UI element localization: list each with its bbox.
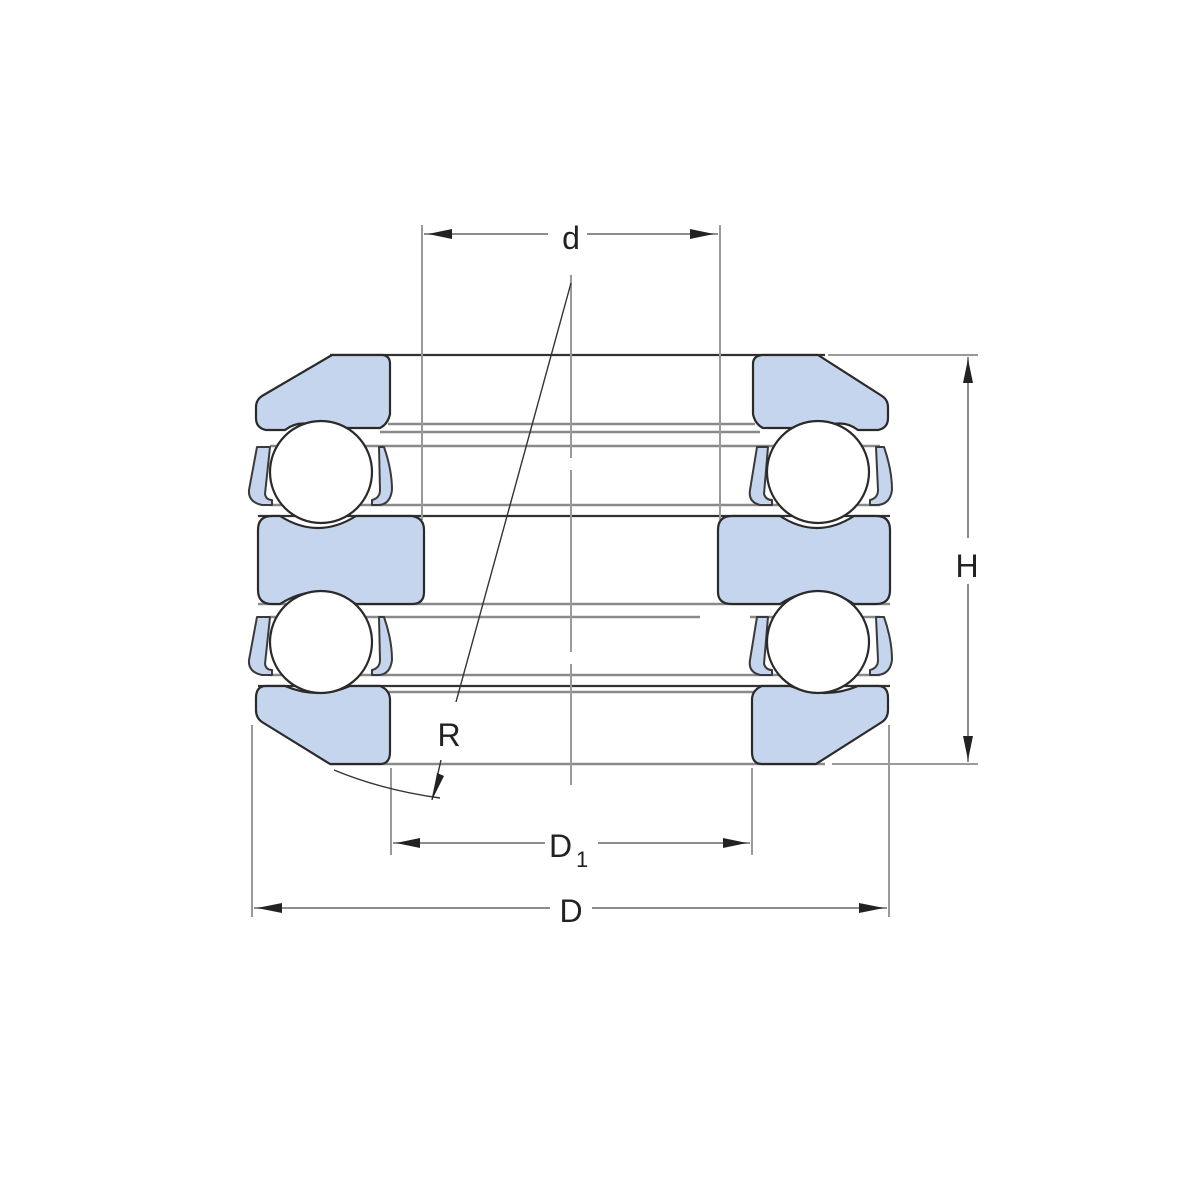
lower-cage-right [748,616,893,676]
extension-lines [251,225,978,917]
label-D: D [559,893,582,929]
lower-housing-washer-right [750,684,890,766]
label-D1-subscript: 1 [576,847,588,872]
label-d: d [562,220,580,256]
dimension-H [963,357,973,762]
upper-cage-left [247,446,393,506]
lower-ball-right [765,589,871,695]
label-R: R [437,717,460,753]
lower-housing-washer-left [254,684,392,766]
lower-ball-left [268,589,374,695]
upper-cage-right [748,446,893,506]
label-D1: D [549,828,572,864]
upper-housing-washer-right [751,353,890,432]
shaft-washer-left [256,514,426,606]
upper-ball-right [765,419,871,525]
shaft-washer-right [716,514,892,606]
lower-cage-left [247,616,393,676]
upper-housing-washer-left [254,353,392,432]
dimension-d [424,229,718,239]
radius-indicator [333,282,572,801]
upper-ball-left [268,419,374,525]
label-H: H [955,548,978,584]
dimension-D1 [393,838,750,848]
dimension-D [254,903,887,913]
